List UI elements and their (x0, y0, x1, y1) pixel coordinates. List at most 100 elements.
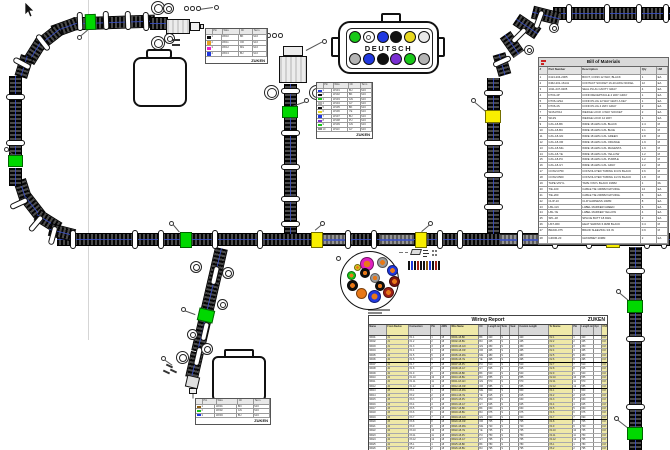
leader-dot (471, 98, 476, 103)
wiring-cell: J3 (387, 411, 409, 415)
legend-cell: BK (348, 106, 361, 110)
wire-color-swatch (317, 93, 322, 97)
wiring-cell: 525 (519, 367, 549, 371)
pin-row-bottom (349, 53, 430, 66)
wiring-cell: W023-18-PU (451, 433, 479, 437)
wiring-cell: W004 (369, 349, 387, 353)
bom-cell: 28 (539, 236, 548, 244)
bom-cell: GXL-18-GN (548, 133, 582, 139)
wiring-cell: 480 (519, 353, 549, 358)
wiring-cell: X3.9 (409, 424, 431, 429)
legend-cell: S16 (361, 93, 373, 97)
wiring-cell: W021-18-MG (451, 424, 479, 429)
bom-cell: BRAID-075 (548, 228, 582, 236)
wiring-header-cell: CSA (602, 325, 607, 335)
wiring-cell: 525 (581, 367, 594, 371)
wiring-cell: 0.8 (602, 344, 607, 349)
cable-clip (626, 404, 645, 410)
wiring-cell: W022-18-YE (451, 429, 479, 433)
legend-cell: W013 (222, 51, 240, 56)
bom-cell: LABEL MARKER YELLOW (582, 210, 642, 216)
wiring-cell: X4.3 (549, 398, 573, 402)
wiring-cell: X3.12 (409, 438, 431, 442)
cable-clip (566, 4, 572, 23)
bom-cell: CLIP HARNESS 10MM (582, 198, 642, 204)
legend-header-cell: Term (253, 29, 267, 34)
bom-cell: M (657, 133, 668, 139)
leader-dot (4, 147, 9, 152)
wiring-cell: X4.5 (549, 407, 573, 411)
wiring-cell: 8 (573, 420, 581, 424)
legend-cell: YE (348, 110, 361, 114)
wiring-cell (594, 415, 602, 420)
wiring-cell: S (501, 349, 510, 353)
wiring-cell: W013 (369, 389, 387, 393)
wiring-cell: X4.8 (549, 420, 573, 424)
wiring-cell: 8 (431, 420, 441, 424)
wiring-cell: W003-18-GN (451, 344, 479, 349)
wiring-cell: 9 (431, 424, 441, 429)
wiring-cell: MG (479, 424, 488, 429)
wiring-cell: W005-18-MG (451, 353, 479, 358)
wiring-cell: BK (479, 407, 488, 411)
wiring-header-cell: From Device (387, 325, 409, 335)
wiring-cell (510, 336, 519, 340)
wiring-cell (594, 349, 602, 353)
wiring-header-cell: Length mm (581, 325, 594, 335)
wiring-cell (594, 344, 602, 349)
barcode-bar (414, 261, 416, 270)
wiring-cell: X2.11 (549, 380, 573, 384)
pin-cavity (390, 31, 403, 43)
bom-cell: M (657, 175, 668, 181)
wiring-cell: GN (479, 380, 488, 384)
wiring-cell: X1.4 (409, 349, 431, 353)
wiring-cell: 735 (488, 429, 501, 433)
wiring-cell: W020 (369, 420, 387, 424)
wiring-cell: 6 (431, 358, 441, 362)
wiring-cell: 3 (431, 398, 441, 402)
wiring-cell: 0.8 (602, 353, 607, 358)
legend-cell: 10 (322, 127, 333, 131)
bom-cell: M (657, 145, 668, 151)
wiring-cell: 555 (488, 375, 501, 380)
wiring-cell: X2.4 (549, 349, 573, 353)
wiring-cell: W017 (369, 407, 387, 411)
wiring-cell: X4.9 (549, 424, 573, 429)
splice-dash (405, 252, 408, 253)
bom-cell: EA (657, 204, 668, 210)
wiring-cell: 690 (519, 415, 549, 420)
wiring-cell: 780 (519, 442, 549, 446)
cable-clip (281, 164, 300, 170)
bom-cell: 3.6 (641, 169, 658, 175)
wiring-cell: 2 (431, 340, 441, 344)
wiring-cell: S (501, 411, 510, 415)
wiring-cell: MG (479, 389, 488, 393)
wiring-cell: 7 (573, 362, 581, 366)
wiring-cell: 585 (581, 384, 594, 389)
ring-clip (151, 1, 165, 15)
cross-section-wire (388, 275, 400, 287)
legend-cell: S16 (361, 114, 373, 119)
wiring-cell (510, 375, 519, 380)
wiring-cell: W001 (369, 336, 387, 340)
wiring-cell (510, 349, 519, 353)
wiring-cell: 735 (519, 429, 549, 433)
bom-cell: WIRE 18 AWG GXL MAGENTA (582, 145, 642, 151)
wiring-cell: 495 (519, 358, 549, 362)
wiring-cell: W009 (369, 371, 387, 375)
ring-clip (549, 23, 559, 33)
bom-cell: 4 (641, 210, 658, 216)
wiring-cell: 510 (488, 362, 501, 366)
cable-clip (626, 336, 645, 342)
terminal-circle (184, 6, 189, 11)
deutsch-label: DEUTSCH (364, 44, 413, 53)
wiring-cell: 0.8 (602, 384, 607, 389)
wiring-cell: S (501, 438, 510, 442)
wiring-cell: S (501, 429, 510, 433)
bom-cell: TIE-100 (548, 186, 582, 192)
wiring-cell: J3 (387, 415, 409, 420)
pin-row-top (349, 31, 430, 44)
